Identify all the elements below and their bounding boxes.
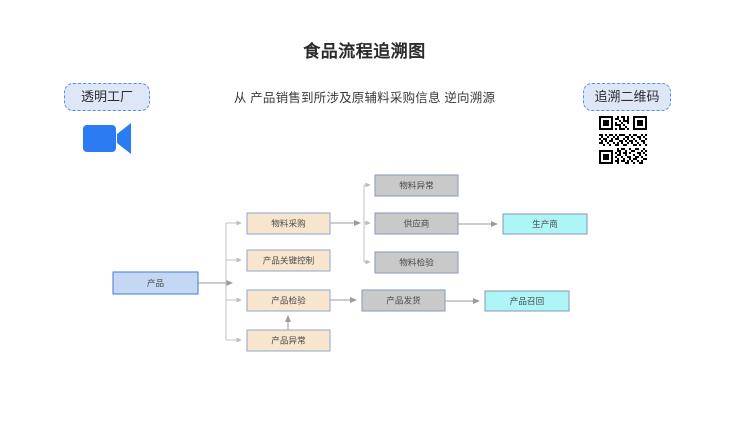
flow-node-box — [246, 289, 331, 312]
flow-node-box — [374, 212, 459, 235]
flow-node-material-purchase[interactable]: 物料采购 — [246, 212, 331, 235]
page-subtitle: 从 产品销售到所涉及原辅料采购信息 逆向溯源 — [233, 91, 496, 105]
flow-node-box — [374, 251, 459, 274]
flow-node-label: 物料采购 — [271, 217, 305, 228]
flow-node-box — [374, 174, 459, 197]
flow-node-box — [246, 249, 331, 272]
flowchart-edges — [198, 182, 498, 343]
flow-node-box — [361, 289, 446, 312]
flow-node-label: 产品关键控制 — [263, 254, 315, 265]
flow-node-label: 生产商 — [532, 218, 558, 229]
flow-node-supplier[interactable]: 供应商 — [374, 212, 459, 235]
flow-node-box — [484, 290, 570, 312]
flow-node-product-recall[interactable]: 产品召回 — [484, 290, 570, 312]
page-title: 食品流程追溯图 — [303, 42, 426, 61]
video-camera-icon[interactable] — [83, 122, 133, 155]
flow-node-box — [246, 329, 331, 352]
flow-node-label: 产品 — [147, 277, 164, 288]
badge-traceability-qrcode[interactable]: 追溯二维码 — [583, 83, 671, 111]
flow-node-box — [246, 212, 331, 235]
flow-node-product-abnormal[interactable]: 产品异常 — [246, 329, 331, 352]
flow-node-product-shipment[interactable]: 产品发货 — [361, 289, 446, 312]
flow-node-label: 产品召回 — [510, 295, 544, 306]
flow-node-label: 产品发货 — [386, 294, 421, 305]
badge-transparent-factory[interactable]: 透明工厂 — [64, 83, 150, 111]
flow-node-label: 物料检验 — [399, 256, 434, 267]
flow-node-label: 产品检验 — [271, 294, 306, 305]
qr-code-icon[interactable] — [597, 113, 649, 167]
flow-node-material-abnormal[interactable]: 物料异常 — [374, 174, 459, 197]
flow-node-manufacturer[interactable]: 生产商 — [502, 213, 588, 235]
flow-node-key-control[interactable]: 产品关键控制 — [246, 249, 331, 272]
flow-node-box — [502, 213, 588, 235]
flow-node-product[interactable]: 产品 — [112, 271, 199, 295]
flow-node-label: 供应商 — [404, 217, 430, 228]
flow-node-label: 产品异常 — [271, 334, 305, 345]
flow-node-label: 物料异常 — [399, 179, 433, 190]
flow-node-material-check[interactable]: 物料检验 — [374, 251, 459, 274]
flow-node-product-check[interactable]: 产品检验 — [246, 289, 331, 312]
flow-node-box — [112, 271, 199, 295]
